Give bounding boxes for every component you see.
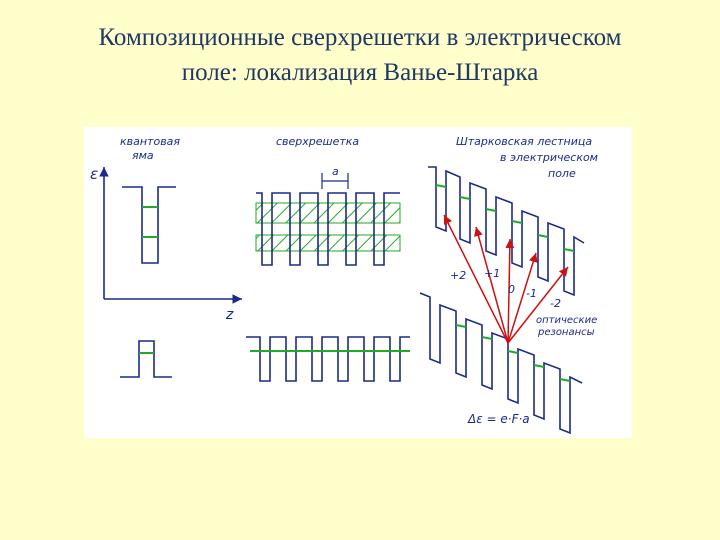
label-quantum-well-1: квантовая <box>120 135 180 148</box>
figure-drawing: квантовая яма ε z сверхрешетка a <box>90 135 598 435</box>
stark-ladder-lower <box>419 292 583 435</box>
superlattice-flat-profile <box>246 336 410 382</box>
stark-level-upper-1 <box>435 184 447 188</box>
period-label: a <box>332 165 339 178</box>
single-well-lower <box>120 340 172 378</box>
stark-ladder-section: Штарковская лестница в электрическом пол… <box>419 135 598 435</box>
transition-label-plus2: +2 <box>450 269 466 282</box>
optical-label-2: резонансы <box>537 327 595 338</box>
label-stark-2: в электрическом <box>500 151 598 164</box>
stark-level-upper-5 <box>537 234 549 238</box>
transition-arrow-0 <box>505 238 515 344</box>
label-superlattice: сверхрешетка <box>276 135 359 148</box>
stark-level-upper-4 <box>511 220 523 224</box>
transition-arrows <box>443 214 569 344</box>
label-stark-3: поле <box>548 167 576 180</box>
label-stark-1: Штарковская лестница <box>456 135 592 148</box>
stark-level-upper-3 <box>485 208 497 212</box>
transition-label-plus1: +1 <box>484 267 500 280</box>
stark-level-lower-3 <box>507 350 519 354</box>
formula-label: Δε = e·F·a <box>467 412 530 426</box>
title-line-2: поле: локализация Ванье-Штарка <box>181 59 539 86</box>
optical-label-1: оптические <box>536 315 597 326</box>
stark-level-lower-5 <box>559 378 571 382</box>
transition-label-minus2: -2 <box>550 297 561 310</box>
wannier-stark-figure: квантовая яма ε z сверхрешетка a <box>84 127 632 438</box>
transition-arrow-plus1 <box>474 226 509 344</box>
label-quantum-well-2: яма <box>132 149 154 162</box>
slide-title: Композиционные сверхрешетки в электричес… <box>20 20 700 90</box>
stark-level-lower-2 <box>481 336 493 340</box>
stark-ladder-upper <box>428 166 585 297</box>
superlattice-profile <box>256 192 400 266</box>
transition-arrow-plus2 <box>443 214 509 344</box>
stark-level-upper-2 <box>459 196 471 200</box>
transition-arrow-minus1 <box>507 252 538 344</box>
transition-arrow-minus2 <box>507 266 569 344</box>
axis-z-label: z <box>225 307 234 323</box>
superlattice-section: сверхрешетка a <box>246 135 410 382</box>
axis-energy-label: ε <box>90 165 98 183</box>
stark-level-lower-4 <box>533 364 545 368</box>
transition-label-0: 0 <box>508 283 515 296</box>
stark-level-lower-1 <box>455 324 467 328</box>
quantum-well-profile <box>122 186 176 264</box>
quantum-well-section: квантовая яма ε z <box>90 135 242 378</box>
stark-level-upper-6 <box>563 248 575 252</box>
transition-label-minus1: -1 <box>526 287 537 300</box>
title-line-1: Композиционные сверхрешетки в электричес… <box>98 24 622 51</box>
